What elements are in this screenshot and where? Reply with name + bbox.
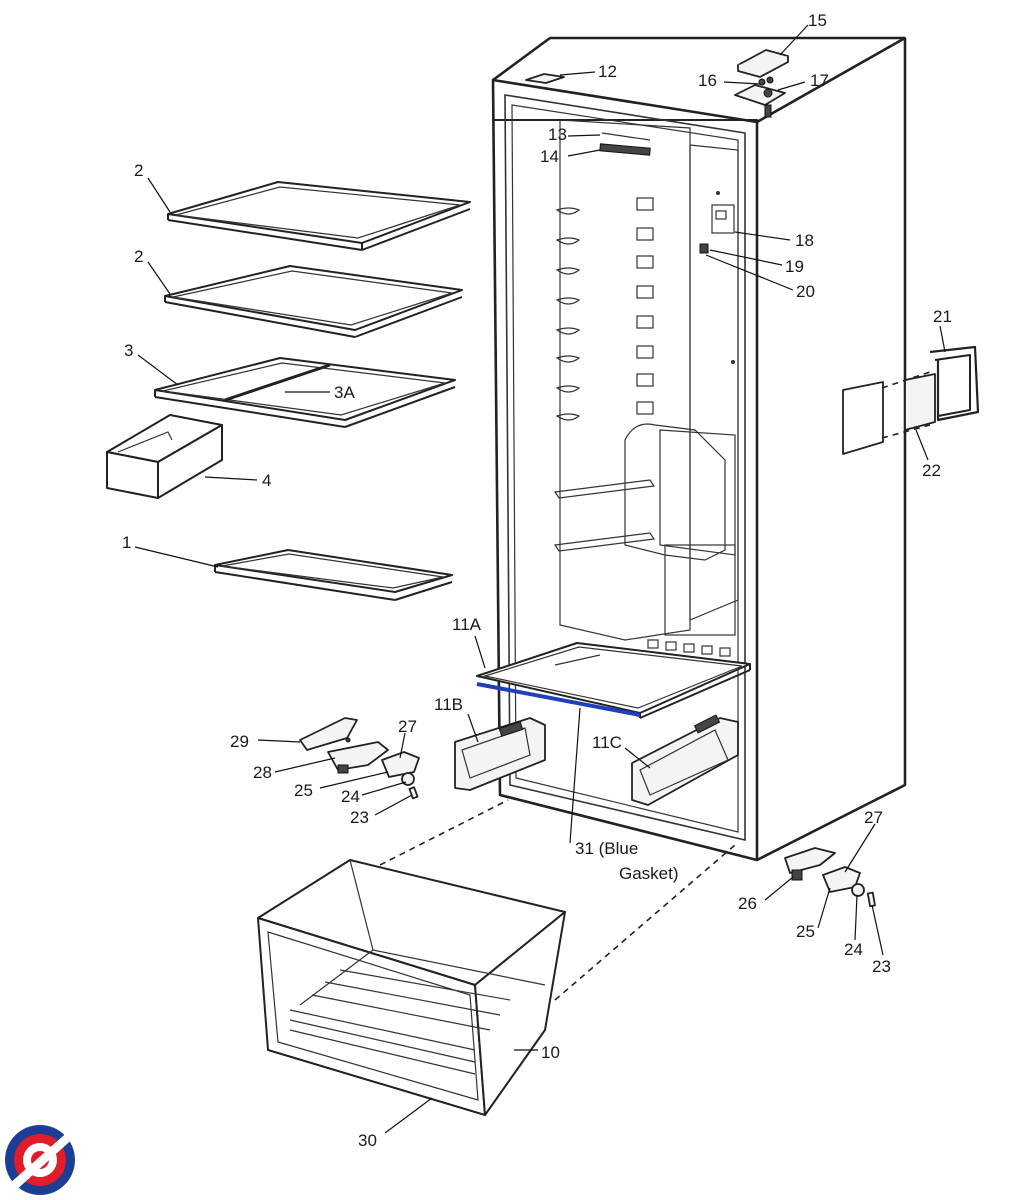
label-27-left: 27: [398, 717, 417, 736]
shelf-rails: [553, 197, 656, 552]
rail-11b: [454, 717, 546, 791]
label-11a: 11A: [452, 615, 482, 634]
crisper-drawer: [257, 799, 736, 1116]
label-26: 26: [738, 894, 757, 913]
label-4: 4: [262, 471, 271, 490]
label-10: 10: [541, 1043, 560, 1062]
blue-gasket: [476, 682, 641, 717]
label-14: 14: [540, 147, 559, 166]
hinge-parts-left: [299, 717, 420, 800]
label-31-line1: 31 (Blue: [575, 839, 638, 858]
label-25-right: 25: [796, 922, 815, 941]
label-13: 13: [548, 125, 567, 144]
part-labels: 2 2 3 3A 4 1 11A 11B 11C 12 13 14 15 16 …: [122, 11, 952, 1150]
hinge-parts-right: [784, 847, 876, 908]
label-2-top: 2: [134, 161, 143, 180]
label-3a: 3A: [334, 383, 355, 402]
top-hinge: [734, 49, 789, 118]
label-23-left: 23: [350, 808, 369, 827]
label-24-left: 24: [341, 787, 360, 806]
label-24-right: 24: [844, 940, 863, 959]
label-1: 1: [122, 533, 131, 552]
shelf-2-top: [167, 181, 471, 251]
floor-vents: [647, 639, 731, 657]
shelf-3-split: [154, 357, 456, 428]
cabinet: [491, 36, 907, 862]
label-17: 17: [810, 71, 829, 90]
bin-4: [106, 414, 223, 499]
label-19: 19: [785, 257, 804, 276]
drawer-ridges: [289, 969, 511, 1075]
label-29: 29: [230, 732, 249, 751]
label-21: 21: [933, 307, 952, 326]
label-27-right: 27: [864, 808, 883, 827]
label-30: 30: [358, 1131, 377, 1150]
label-2-second: 2: [134, 247, 143, 266]
brand-logo-icon: [5, 1125, 78, 1195]
rail-11c: [631, 714, 739, 806]
label-22: 22: [922, 461, 941, 480]
shelf-1-bottom: [214, 549, 453, 601]
label-23-right: 23: [872, 957, 891, 976]
shelf-2-second: [164, 265, 463, 338]
label-18: 18: [795, 231, 814, 250]
leader-lines: [134, 24, 946, 1134]
label-20: 20: [796, 282, 815, 301]
label-12: 12: [598, 62, 617, 81]
label-11b: 11B: [434, 695, 463, 714]
label-31-line2: Gasket): [619, 864, 679, 883]
label-25-left: 25: [294, 781, 313, 800]
label-28: 28: [253, 763, 272, 782]
label-11c: 11C: [592, 733, 622, 752]
label-16: 16: [698, 71, 717, 90]
side-handle: [842, 345, 980, 455]
crisper-cover-11a: [476, 642, 751, 719]
label-3: 3: [124, 341, 133, 360]
label-15: 15: [808, 11, 827, 30]
